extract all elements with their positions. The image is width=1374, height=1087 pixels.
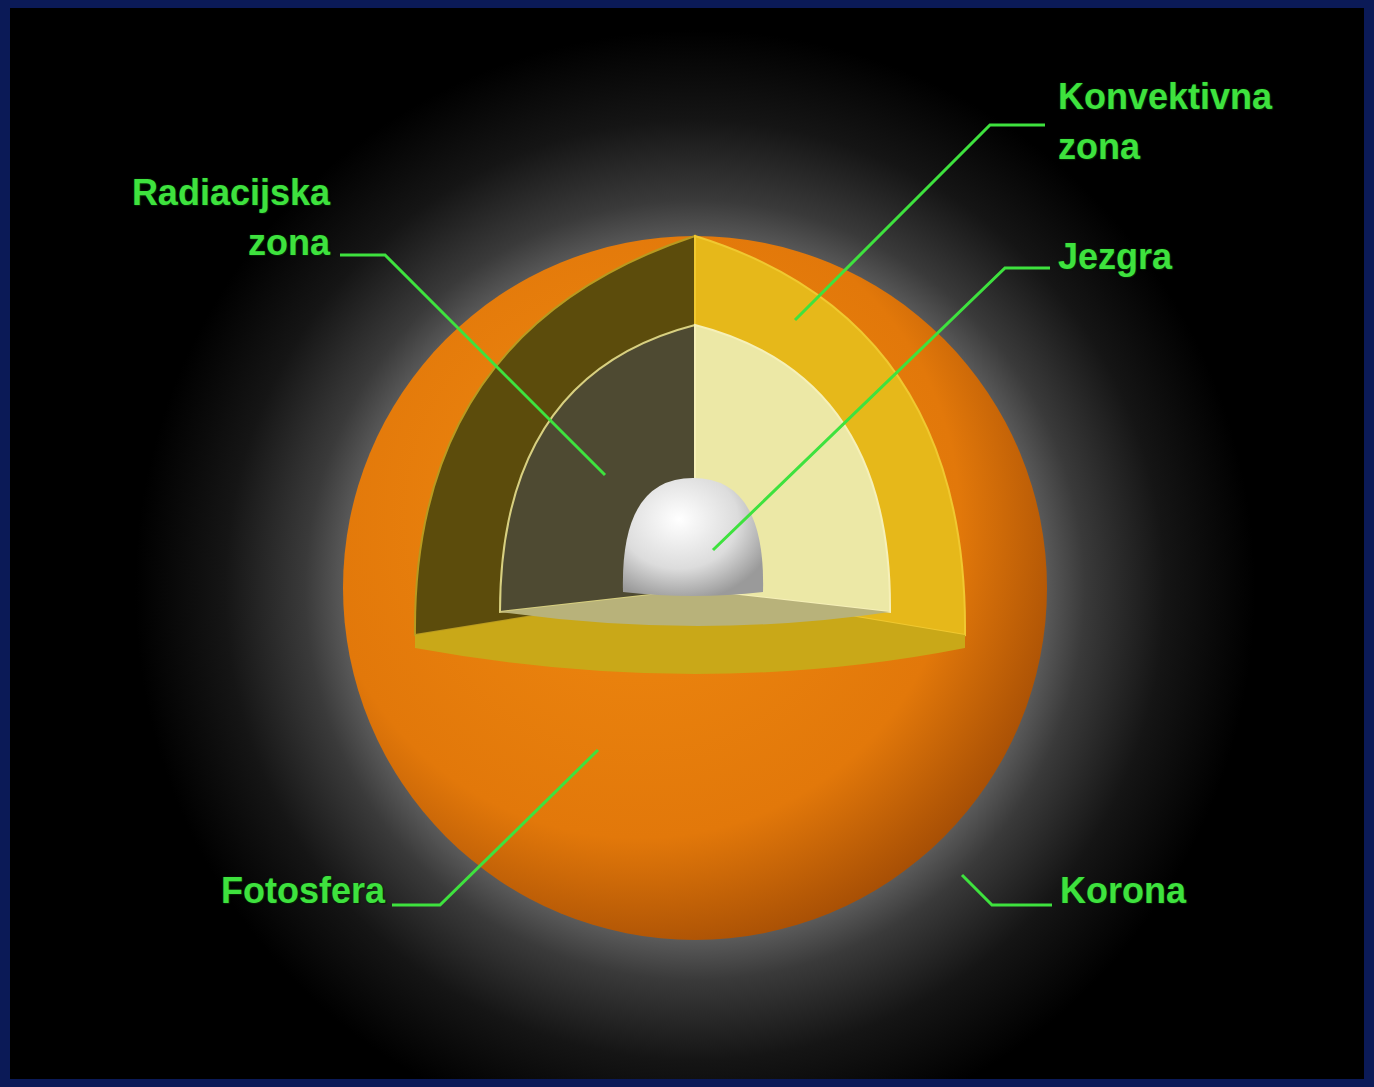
part-label: Konvektivna zona [1058, 72, 1328, 172]
part-label: Fotosfera [120, 866, 385, 916]
leader-line [962, 875, 1052, 905]
part-label: Jezgra [1058, 232, 1328, 282]
background: Konvektivna zonaRadiacijska zonaJezgraFo… [10, 8, 1364, 1079]
part-label: Korona [1060, 866, 1330, 916]
cut-face [415, 590, 965, 674]
leader-line [392, 750, 598, 905]
core [623, 478, 763, 596]
leader-line [713, 268, 1050, 550]
leader-line [340, 255, 605, 475]
photosphere-sphere [343, 236, 1047, 940]
leader-line [795, 125, 1045, 320]
part-label: Radiacijska zona [50, 168, 330, 268]
sun-illustration [10, 8, 1364, 1079]
